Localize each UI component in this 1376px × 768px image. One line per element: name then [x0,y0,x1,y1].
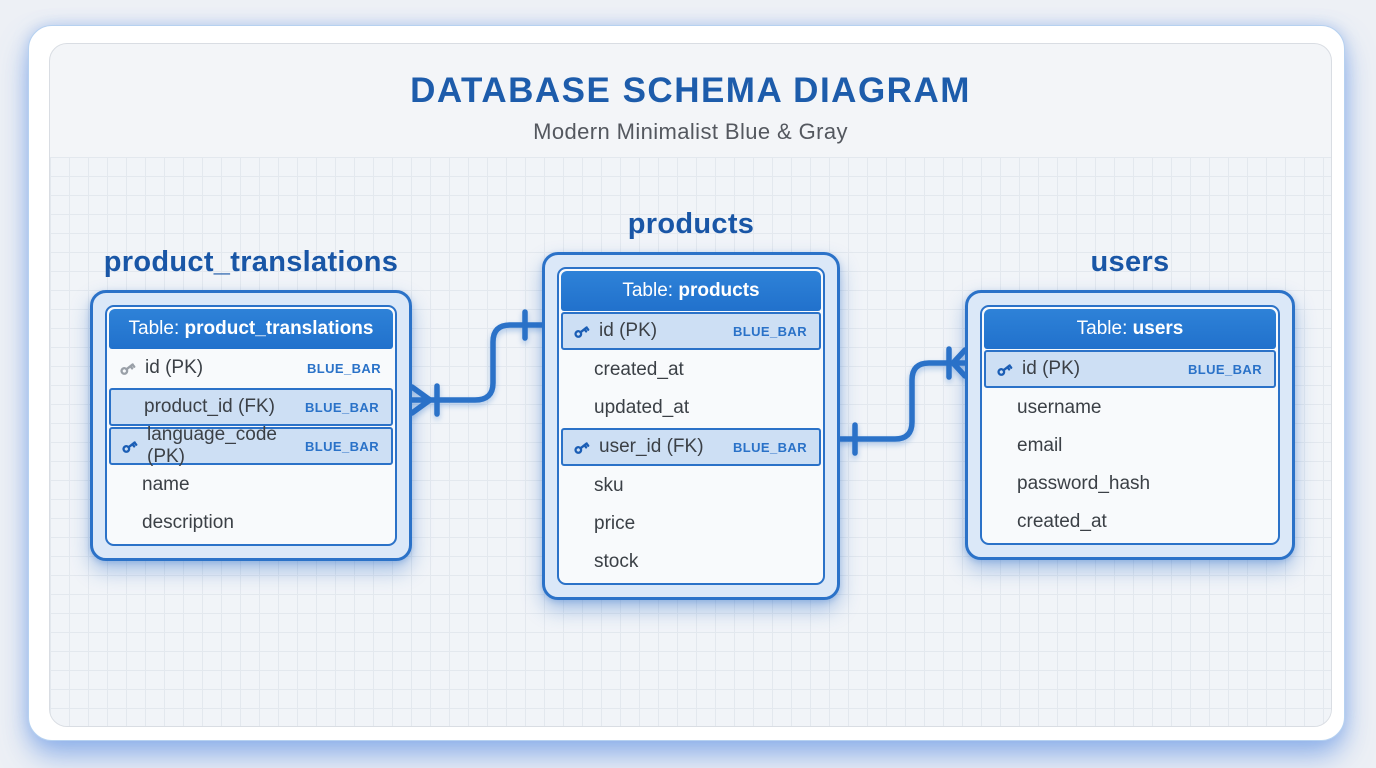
table-row: updated_at [561,389,821,427]
column-name: name [142,474,190,495]
main-panel: DATABASE SCHEMA DIAGRAM Modern Minimalis… [28,25,1345,741]
connector-line [427,322,545,403]
column-name: username [1017,397,1102,418]
table-row: description [109,504,393,542]
column-name: stock [594,551,639,572]
entity-title: product_translations [103,246,399,278]
column-name: product_id (FK) [144,396,275,417]
entity-title: products [627,208,755,240]
column-name: price [594,513,636,534]
column-name: created_at [1017,511,1107,532]
relation-products-translations [409,309,545,417]
table-row: user_id (FK) BLUE_BAR [561,428,821,466]
table-row: language_code (PK) BLUE_BAR [109,424,393,467]
key-icon [121,438,138,455]
column-badge: BLUE_BAR [305,399,379,415]
table-card: Table: users id (PK) BLUE_BAR username e… [965,290,1295,560]
table-header-prefix: Table: [128,318,185,339]
column-name: id (PK) [599,320,658,341]
page-subtitle: Modern Minimalist Blue & Gray [533,119,848,144]
table-card: Table: product_translations id (PK) BLUE… [90,290,412,561]
table-row: username [984,389,1276,427]
table-row: id (PK) BLUE_BAR [109,349,393,387]
table-header: Table: products [561,271,821,311]
column-name: description [142,512,234,533]
entity-product-translations: product_translations Table: product_tran… [90,246,412,561]
relation-products-users [837,346,968,456]
table-header-prefix: Table: [1076,318,1133,339]
table-row: created_at [561,351,821,389]
column-name: language_code (PK) [147,424,277,467]
column-name: id (PK) [145,357,204,378]
entity-products: products Table: products id (PK) BLUE_BA… [542,208,840,600]
table-row: id (PK) BLUE_BAR [984,350,1276,388]
table-body: Table: product_translations id (PK) BLUE… [105,305,397,546]
table-row: sku [561,467,821,505]
table-header-name: product_translations [184,318,374,339]
column-badge: BLUE_BAR [305,438,379,454]
crow-foot-many-marker [950,347,968,379]
table-header-prefix: Table: [622,280,679,301]
column-badge: BLUE_BAR [733,323,807,339]
entity-title: users [1090,246,1170,278]
column-name: email [1017,435,1063,456]
relationship-connectors [409,309,968,456]
title-block: DATABASE SCHEMA DIAGRAM Modern Minimalis… [50,44,1331,157]
connector-line [837,360,954,442]
table-row: stock [561,543,821,581]
table-header: Table: users [984,309,1276,349]
table-row: id (PK) BLUE_BAR [561,312,821,350]
column-name: id (PK) [1022,358,1081,379]
column-badge: BLUE_BAR [1188,361,1262,377]
column-name: password_hash [1017,473,1151,494]
table-body: Table: products id (PK) BLUE_BAR created… [557,267,825,585]
key-icon [996,361,1013,378]
column-badge: BLUE_BAR [307,360,381,376]
diagram-canvas: product_translations Table: product_tran… [50,157,1331,726]
column-name: created_at [594,359,684,380]
entity-users: users Table: users id (PK) BLUE_BAR user… [965,246,1295,560]
table-header: Table: product_translations [109,309,393,349]
column-name: updated_at [594,397,690,418]
key-icon [119,360,136,377]
column-badge: BLUE_BAR [733,439,807,455]
canvas-frame: DATABASE SCHEMA DIAGRAM Modern Minimalis… [49,43,1332,727]
table-header-name: users [1132,318,1184,339]
table-row: created_at [984,503,1276,541]
page-title: DATABASE SCHEMA DIAGRAM [410,71,971,110]
table-row: price [561,505,821,543]
crow-foot-many-marker [409,384,433,416]
key-icon [573,439,590,456]
table-row: product_id (FK) BLUE_BAR [109,388,393,426]
table-card: Table: products id (PK) BLUE_BAR created… [542,252,840,600]
table-body: Table: users id (PK) BLUE_BAR username e… [980,305,1280,545]
table-row: name [109,466,393,504]
column-name: sku [594,475,624,496]
key-icon [573,323,590,340]
column-name: user_id (FK) [599,436,704,457]
table-row: password_hash [984,465,1276,503]
table-header-name: products [678,280,760,301]
table-row: email [984,427,1276,465]
